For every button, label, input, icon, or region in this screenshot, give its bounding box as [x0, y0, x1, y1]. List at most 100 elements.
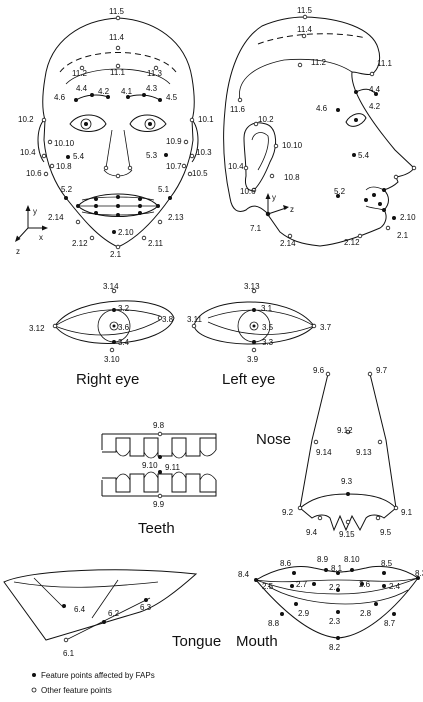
front-label-11.3: 11.3	[147, 69, 163, 78]
teeth-detail: 9.8 9.10 9.11 9.9 Teeth	[101, 421, 217, 537]
front-label-5.1: 5.1	[158, 185, 170, 194]
side-lips	[365, 186, 385, 211]
front-label-10.2: 10.2	[18, 115, 34, 124]
front-label-10.10: 10.10	[54, 139, 75, 148]
teeth-label-9.9: 9.9	[153, 500, 165, 509]
mouth-label-8.3: 8.3	[415, 569, 423, 578]
legend-open-label: Other feature points	[41, 686, 112, 695]
side-label-4.6: 4.6	[316, 104, 328, 113]
front-label-4.5: 4.5	[166, 93, 178, 102]
side-label-5.2: 5.2	[334, 187, 346, 196]
front-label-4.3: 4.3	[146, 84, 158, 93]
front-axis-y: y	[33, 207, 37, 216]
side-label-11.5: 11.5	[297, 6, 313, 15]
nose-detail: 9.6 9.7 9.12 9.14 9.13 9.3 9.2 9.1 9.4 9…	[256, 366, 413, 539]
tongue-label-6.1: 6.1	[63, 649, 75, 658]
legend: Feature points affected by FAPs Other fe…	[31, 671, 155, 695]
left-eye-caption: Left eye	[222, 371, 275, 388]
side-label-2.10: 2.10	[400, 213, 416, 222]
right-eye-label-3.10: 3.10	[104, 355, 120, 364]
front-left-ear	[191, 119, 199, 163]
right-eye-label-3.14: 3.14	[103, 282, 119, 291]
mouth-label-8.7: 8.7	[384, 619, 396, 628]
front-label-11.2: 11.2	[72, 69, 88, 78]
mouth-caption: Mouth	[236, 633, 278, 650]
side-head-outline	[223, 16, 415, 247]
mouth-label-2.3: 2.3	[329, 617, 341, 626]
nose-label-9.5: 9.5	[380, 528, 392, 537]
front-label-5.2: 5.2	[61, 185, 73, 194]
mouth-label-2.8: 2.8	[360, 609, 372, 618]
side-axes: y z	[265, 193, 294, 216]
mouth-label-8.5: 8.5	[381, 559, 393, 568]
front-label-5.3: 5.3	[146, 151, 158, 160]
front-face-view: 11.5 11.4 11.2 11.1 11.3 4.6 4.4 4.2 4.1…	[15, 7, 214, 259]
front-label-10.4: 10.4	[20, 148, 36, 157]
front-label-2.10: 2.10	[118, 228, 134, 237]
side-label-4.4: 4.4	[369, 85, 381, 94]
front-label-2.12: 2.12	[72, 239, 88, 248]
side-label-11.2: 11.2	[311, 58, 327, 67]
tongue-caption: Tongue	[172, 633, 221, 650]
side-label-10.10: 10.10	[282, 141, 303, 150]
side-hairline	[257, 33, 367, 45]
front-label-4.6: 4.6	[54, 93, 66, 102]
teeth-label-9.8: 9.8	[153, 421, 165, 430]
front-label-4.1: 4.1	[121, 87, 133, 96]
side-eye	[345, 113, 367, 127]
front-label-4.2: 4.2	[98, 87, 110, 96]
front-axes: y x z	[15, 205, 48, 256]
left-eye-label-3.5: 3.5	[262, 323, 274, 332]
right-eye-detail: 3.14 3.2 3.12 3.6 3.8 3.4 3.10 Right eye	[29, 282, 175, 388]
side-label-2.12: 2.12	[344, 238, 360, 247]
front-label-11.5: 11.5	[109, 7, 125, 16]
side-label-11.4: 11.4	[297, 25, 313, 34]
front-axis-z: z	[16, 247, 20, 256]
nose-label-9.14: 9.14	[316, 448, 332, 457]
legend-filled-label: Feature points affected by FAPs	[41, 671, 155, 680]
side-label-4.2: 4.2	[369, 102, 381, 111]
side-ear	[243, 122, 276, 191]
front-hairline	[59, 52, 177, 73]
nose-label-9.6: 9.6	[313, 366, 325, 375]
mouth-label-2.4: 2.4	[389, 582, 401, 591]
side-label-2.1: 2.1	[397, 231, 409, 240]
tongue-label-6.4: 6.4	[74, 605, 86, 614]
front-label-4.4: 4.4	[76, 84, 88, 93]
right-eye-label-3.12: 3.12	[29, 324, 45, 333]
front-hair-curve-inner	[65, 68, 171, 85]
front-label-10.3: 10.3	[196, 148, 212, 157]
front-label-10.9: 10.9	[166, 137, 182, 146]
side-brow	[355, 88, 377, 95]
left-eye-detail: 3.13 3.1 3.11 3.5 3.7 3.3 3.9 Left eye	[187, 282, 332, 388]
front-left-eye	[129, 114, 167, 132]
front-label-11.4: 11.4	[109, 33, 125, 42]
front-right-eye	[69, 114, 107, 132]
nose-label-9.2: 9.2	[282, 508, 294, 517]
front-axis-x: x	[39, 233, 43, 242]
mouth-detail: 8.4 8.6 8.9 8.10 8.1 8.5 8.3 2.5 2.7 2.2…	[236, 555, 423, 652]
side-face-view: 11.5 11.4 11.2 11.1 11.6 4.4 4.6 4.2 10.…	[223, 6, 417, 248]
side-label-10.2: 10.2	[258, 115, 274, 124]
side-label-10.8: 10.8	[284, 173, 300, 182]
mouth-label-2.5: 2.5	[262, 582, 274, 591]
side-axis-z: z	[290, 205, 294, 214]
side-hair-curve	[239, 58, 353, 101]
side-label-11.1: 11.1	[377, 59, 393, 68]
left-eye-label-3.7: 3.7	[320, 323, 332, 332]
left-eye-label-3.1: 3.1	[261, 304, 273, 313]
tongue-detail: 6.4 6.2 6.3 6.1 Tongue	[3, 569, 221, 658]
side-label-11.6: 11.6	[230, 105, 246, 114]
front-label-10.1: 10.1	[198, 115, 214, 124]
left-eye-label-3.13: 3.13	[244, 282, 260, 291]
right-eye-caption: Right eye	[76, 371, 139, 388]
legend-open-marker	[31, 687, 37, 693]
nose-label-9.15: 9.15	[339, 530, 355, 539]
front-label-2.13: 2.13	[168, 213, 184, 222]
mouth-label-8.6: 8.6	[280, 559, 292, 568]
front-label-2.11: 2.11	[148, 239, 164, 248]
mouth-label-8.9: 8.9	[317, 555, 329, 564]
teeth-label-9.11: 9.11	[165, 463, 181, 472]
teeth-caption: Teeth	[138, 520, 175, 537]
nose-label-9.7: 9.7	[376, 366, 388, 375]
